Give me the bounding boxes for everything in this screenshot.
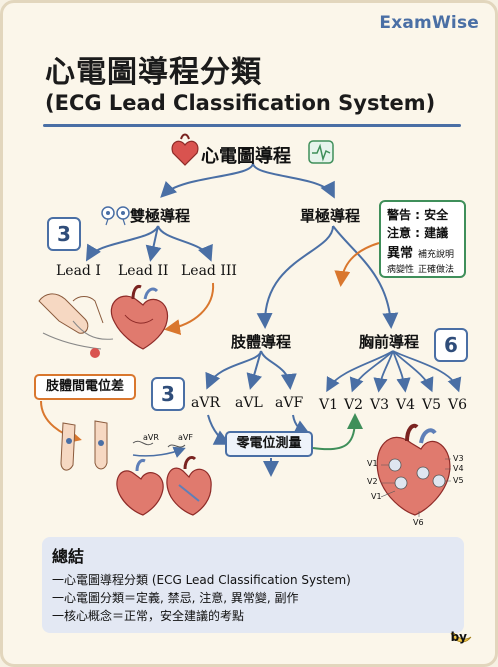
summary-line-1: 一心電圖導程分類 (ECG Lead Classification System…: [52, 573, 351, 587]
limb-difference-label: 肢體間電位差: [34, 374, 136, 400]
warning-line-4-a: 病變性: [387, 265, 415, 275]
limb-count-badge: 3: [151, 377, 185, 411]
bipolar-count-badge: 3: [47, 217, 81, 251]
unipolar-node-label: 單極導程: [300, 207, 361, 225]
root-node-label: 心電圖導程: [201, 146, 291, 167]
lead-v2-label: V2: [344, 397, 364, 413]
byline-text: by: [450, 630, 467, 644]
mini-ecg-illustration: aVR aVF: [132, 433, 193, 448]
chest-heart-label-6: V5: [453, 476, 464, 485]
warning-line-4: 病變性正確做法: [387, 263, 458, 277]
chest-count-badge: 6: [434, 328, 468, 362]
page-subtitle: (ECG Lead Classification System): [45, 91, 436, 115]
connector-chest-v2: [349, 350, 394, 393]
limb-arm-illustration: [60, 420, 108, 471]
connector-root-unipolar: [252, 162, 335, 199]
lead-1-label: Lead I: [56, 263, 101, 279]
page-title: 心電圖導程分類: [45, 55, 262, 90]
connector-unipolar-limb: [256, 225, 334, 329]
chest-heart-label-5: V4: [453, 464, 464, 473]
root-heart-icon: [171, 133, 199, 166]
connector-warning-chest: [334, 242, 380, 287]
lead-2-label: Lead II: [118, 263, 169, 279]
connector-chest-v6: [392, 350, 462, 393]
connector-chest-v4: [392, 350, 411, 393]
diagram-connectors: aVR aVF V1 V2 V1 V3 V4 V5 V6: [38, 133, 472, 643]
connector-root-bipolar: [160, 162, 254, 198]
connector-chest-v5: [392, 350, 434, 393]
summary-title: 總結: [52, 547, 85, 566]
electrode-icon: [101, 206, 130, 226]
connector-lead3-heart: [164, 282, 215, 335]
summary-panel: 總結 一心電圖導程分類 (ECG Lead Classification Sys…: [42, 537, 464, 633]
bipolar-arm-illustration: [38, 293, 114, 358]
chest-heart-illustration: V1 V2 V1 V3 V4 V5 V6: [367, 423, 464, 527]
bipolar-heart-illustration: [110, 285, 169, 350]
mini-label-avf: aVF: [178, 433, 193, 442]
warning-legend-box: 警告 : 安全 注意 : 建議 異常補充說明 病變性正確做法: [379, 200, 466, 278]
summary-line-2: 一心電圖分類＝定義, 禁忌, 注意, 異常變, 副作: [52, 591, 299, 605]
zero-potential-box: 零電位測量: [225, 431, 313, 457]
connector-limb-avl: [246, 350, 262, 390]
chest-heart-label-7: V6: [413, 518, 424, 527]
lead-3-label: Lead III: [181, 263, 237, 279]
connector-bipolar-lead3: [157, 225, 213, 262]
lead-v6-label: V6: [448, 397, 468, 413]
lead-v4-label: V4: [396, 397, 416, 413]
lead-avr-label: aVR: [191, 395, 220, 411]
limb-heart-illustration-2: [166, 455, 212, 516]
lead-v5-label: V5: [422, 397, 442, 413]
warning-line-1: 警告 : 安全: [387, 208, 449, 222]
connector-unipolar-chest: [332, 225, 399, 329]
connector-chest-v1: [326, 350, 394, 393]
connector-bipolar-lead1: [85, 225, 159, 262]
lead-avf-label: aVF: [275, 395, 304, 411]
chest-heart-label-2: V2: [367, 477, 378, 486]
warning-line-2: 注意 : 建議: [387, 226, 449, 240]
connector-zero-v2: [312, 413, 363, 451]
limb-node-label: 肢體導程: [231, 333, 292, 351]
warning-line-4-b: 正確做法: [418, 265, 455, 275]
ecg-wave-icon: [308, 140, 334, 164]
banana-icon: [450, 630, 472, 643]
warning-line-3: 異常補充說明: [387, 242, 458, 263]
connector-chest-v3: [373, 350, 394, 393]
mini-label-avr: aVR: [143, 433, 159, 442]
lead-avl-label: aVL: [235, 395, 263, 411]
warning-line-3-note: 補充說明: [418, 250, 455, 260]
connector-bipolar-lead2: [145, 225, 162, 262]
connector-limb-avf: [260, 350, 297, 390]
title-underline: [43, 124, 461, 127]
chest-heart-label-3: V1: [371, 492, 382, 501]
chest-heart-label-1: V1: [367, 459, 378, 468]
brand-logo: ExamWise: [379, 13, 479, 33]
bipolar-node-label: 雙極導程: [130, 207, 191, 225]
summary-line-3: 一核心概念＝正常，安全建議的考點: [52, 609, 245, 623]
lead-v1-label: V1: [319, 397, 339, 413]
limb-heart-illustration-1: [116, 459, 164, 516]
lead-v3-label: V3: [370, 397, 390, 413]
chest-node-label: 胸前導程: [359, 333, 420, 351]
connector-arms-heart: [132, 446, 186, 458]
chest-heart-label-4: V3: [453, 454, 464, 463]
warning-line-3-main: 異常: [387, 246, 414, 261]
